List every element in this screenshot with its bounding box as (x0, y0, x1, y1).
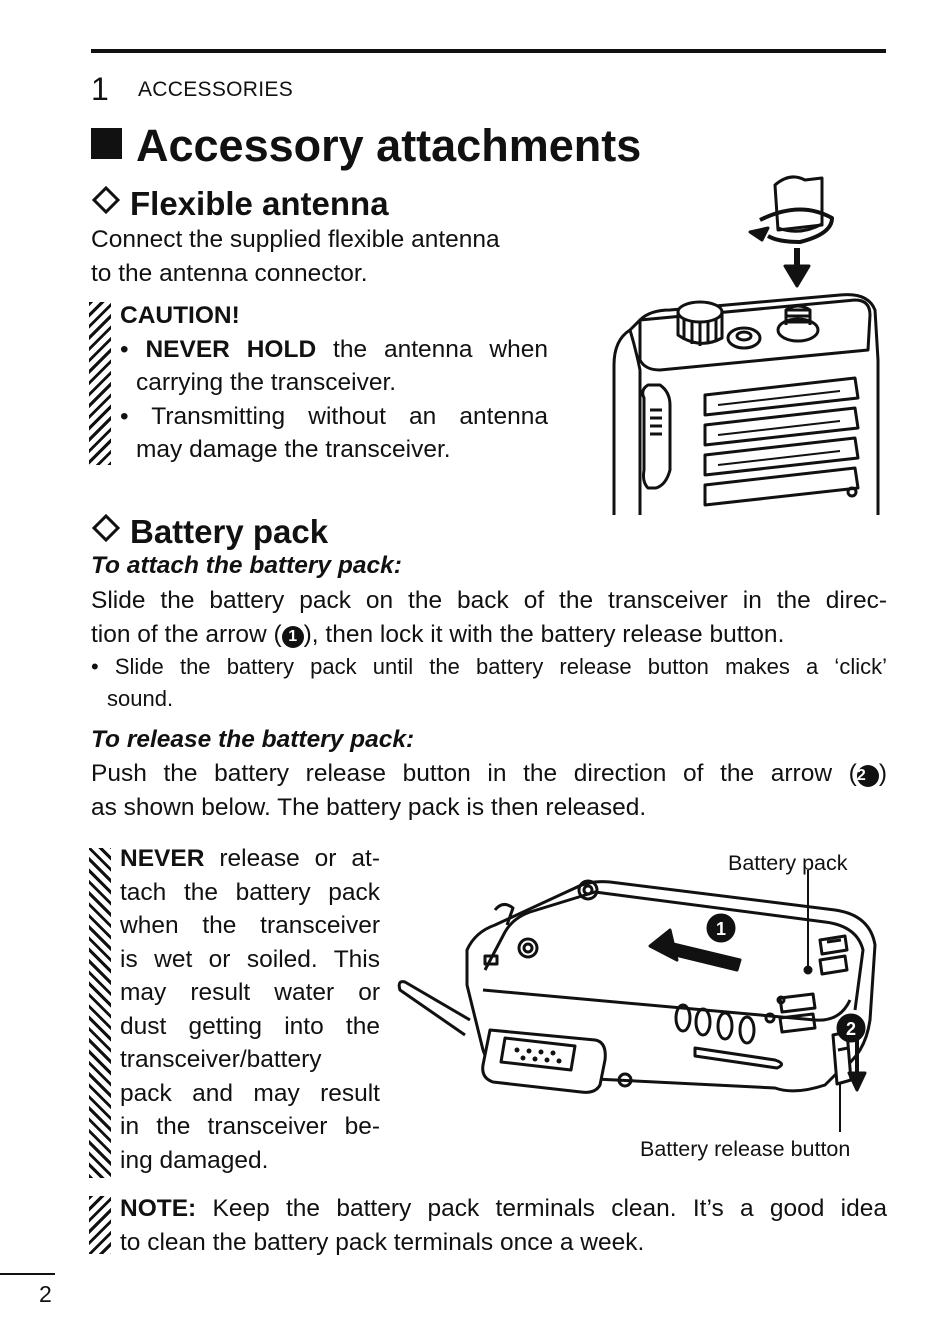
release-line-1b: ) (878, 760, 887, 787)
caution-bullet-1: • NEVER HOLD the antenna when (120, 335, 548, 363)
antenna-instructions: Connect the supplied flexible antenna to… (91, 223, 561, 290)
header-rule (91, 49, 886, 53)
battery-pack-label: Battery pack (728, 851, 848, 875)
section-heading-battery: Battery pack (91, 512, 328, 552)
note-text: Keep the battery pack terminals clean. I… (196, 1195, 887, 1222)
warning-line: NEVER release or at- (120, 842, 380, 876)
antenna-text-line: to the antenna connector. (91, 259, 368, 287)
diamond-bullet-icon (91, 185, 121, 215)
attach-line-2: tion of the arrow (1), then lock it with… (91, 618, 887, 652)
release-instructions: Push the battery release button in the d… (91, 757, 887, 824)
warning-line: pack and may result (120, 1079, 380, 1107)
never-hold-label: NEVER HOLD (145, 335, 317, 363)
arrow-1-marker: 1 (281, 625, 304, 648)
antenna-heading-text: Flexible antenna (130, 185, 389, 222)
attach-subheading: To attach the battery pack: (91, 552, 402, 579)
footer-rule (0, 1273, 55, 1275)
warning-line: in the transceiver be- (120, 1113, 380, 1140)
release-subheading: To release the battery pack: (91, 726, 415, 753)
page-title-text: Accessory attachments (136, 120, 642, 171)
release-line-1a: Push the battery release button in the d… (91, 760, 857, 787)
attach-note-text: Slide the battery pack until the battery… (114, 654, 887, 679)
warning-line: may result water or (120, 979, 380, 1006)
battery-release-label: Battery release button (640, 1137, 851, 1161)
caution-block: CAUTION! • NEVER HOLD the antenna when c… (120, 299, 548, 467)
chapter-title: ACCESSORIES (138, 78, 294, 101)
note-block: NOTE: Keep the battery pack terminals cl… (120, 1192, 887, 1259)
note-line-2: to clean the battery pack terminals once… (120, 1228, 645, 1256)
caution-bullet-2: • Transmitting without an antenna (120, 402, 548, 430)
battery-heading-text: Battery pack (130, 513, 329, 550)
warning-line: is wet or soiled. This (120, 945, 380, 973)
release-line-2: as shown below. The battery pack is then… (91, 793, 647, 821)
caution-title: CAUTION! (120, 302, 240, 329)
warning-line: tach the battery pack (120, 878, 380, 906)
svg-text:2: 2 (846, 1019, 856, 1039)
warning-line: transceiver/battery (120, 1046, 322, 1073)
caution-hatch-bar (89, 302, 111, 465)
antenna-attach-illustration (612, 175, 880, 515)
caution-bullet-2-cont: may damage the transceiver. (136, 436, 451, 463)
chapter-number: 1 (91, 71, 109, 107)
section-heading-antenna: Flexible antenna (91, 184, 389, 224)
page-title: Accessory attachments (91, 120, 641, 172)
warning-line: ing damaged. (120, 1146, 269, 1174)
warning-block: NEVER release or at- tach the battery pa… (120, 842, 380, 1177)
attach-instructions: Slide the battery pack on the back of th… (91, 584, 887, 651)
attach-note-line-1: • Slide the battery pack until the batte… (91, 654, 887, 679)
square-bullet-icon (91, 128, 122, 159)
note-line-1: NOTE: Keep the battery pack terminals cl… (120, 1192, 887, 1226)
antenna-text-line: Connect the supplied flexible antenna (91, 226, 500, 253)
warning-line: when the transceiver (120, 912, 380, 939)
never-label: NEVER (120, 845, 205, 872)
note-hatch-bar (89, 1196, 111, 1254)
attach-note: • Slide the battery pack until the batte… (91, 651, 887, 714)
warning-text: release or at- (204, 845, 380, 872)
caution-bullet-2-text: Transmitting without an antenna (151, 402, 548, 430)
attach-note-line-2: sound. (107, 685, 174, 711)
diamond-bullet-icon (91, 513, 121, 543)
svg-text:1: 1 (716, 919, 726, 939)
warning-line: dust getting into the (120, 1012, 380, 1040)
caution-bullet-1-cont: carrying the transceiver. (136, 369, 397, 396)
attach-line-2b: ), then lock it with the battery release… (303, 620, 785, 648)
note-label: NOTE: (120, 1195, 197, 1222)
attach-line-2a: tion of the arrow ( (91, 620, 282, 648)
warning-hatch-bar (89, 848, 111, 1178)
release-line-1: Push the battery release button in the d… (91, 757, 887, 791)
caution-bullet-1-text: the antenna when (316, 335, 548, 363)
battery-pack-illustration: 1 2 (397, 870, 877, 1132)
arrow-2-marker: 2 (856, 765, 879, 787)
page-number: 2 (39, 1281, 52, 1307)
attach-line-1: Slide the battery pack on the back of th… (91, 587, 887, 614)
